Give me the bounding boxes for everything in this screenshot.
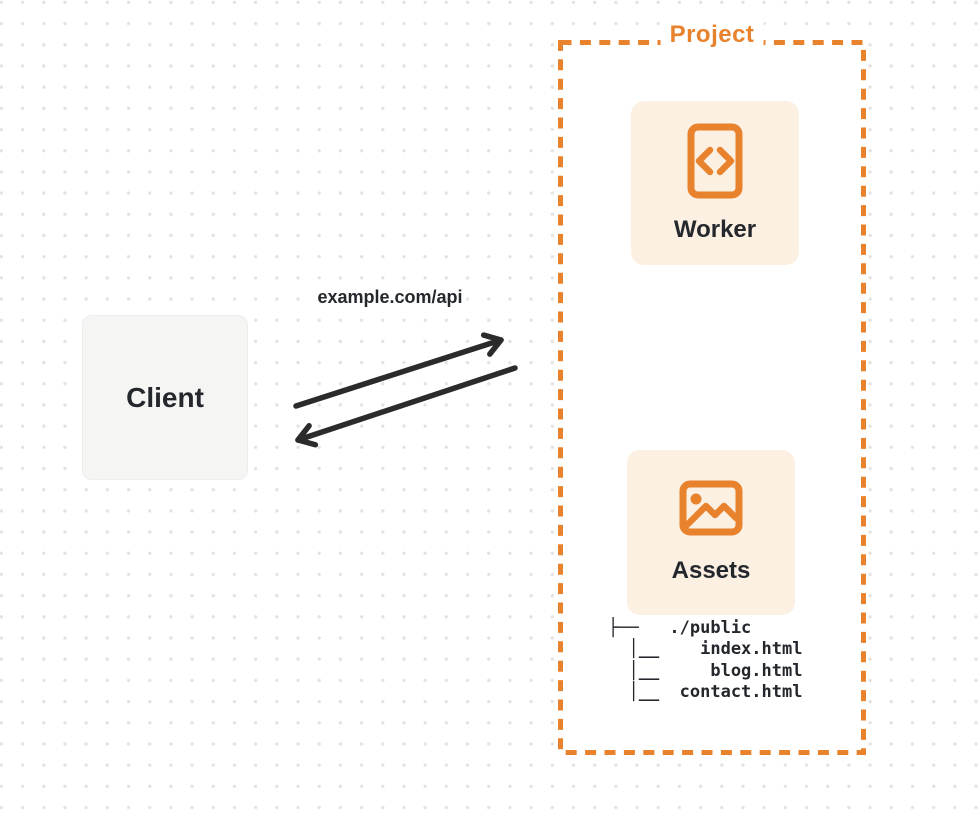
assets-node: Assets (627, 450, 795, 615)
code-document-icon (687, 123, 743, 198)
client-label: Client (126, 381, 204, 413)
response-arrow (295, 365, 518, 448)
request-url-label: example.com/api (317, 287, 463, 307)
assets-label: Assets (671, 557, 751, 584)
project-label: Project (660, 21, 764, 49)
worker-label: Worker (673, 215, 757, 243)
worker-node: Worker (631, 101, 799, 265)
request-arrow (293, 332, 504, 409)
client-node: Client (82, 315, 248, 480)
image-icon (679, 480, 743, 536)
assets-file-tree: ├── ./public │__ index.html │__ blog.htm… (608, 618, 803, 702)
